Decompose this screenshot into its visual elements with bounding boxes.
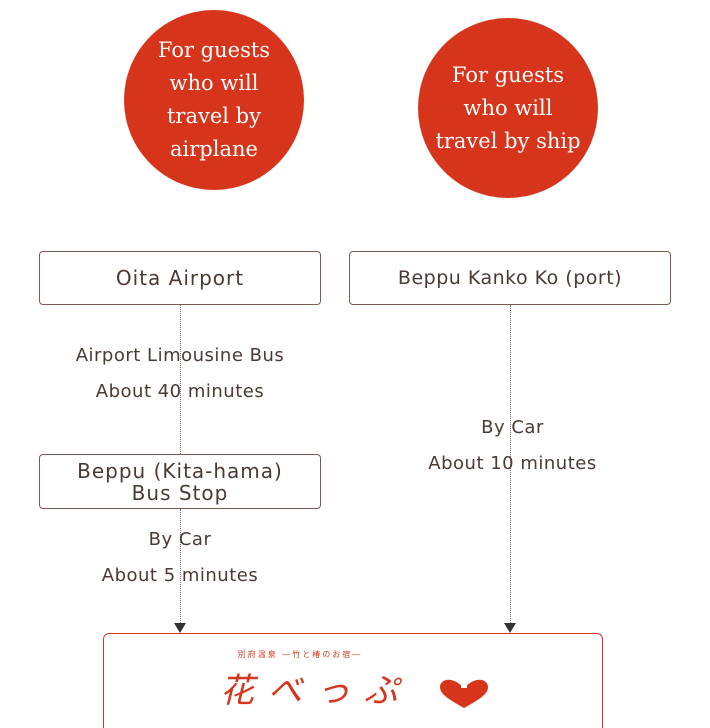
logo-subtitle: 別府温泉 ―竹と椿のお宿― [237,650,363,659]
circle-line: travel by ship [435,128,581,153]
logo-name: 花べっぷ [220,671,412,711]
bus-stop-line: Bus Stop [131,480,229,505]
limousine-route-label: Airport Limousine Bus About 40 minutes [30,338,330,410]
route-line-bus-stop [180,509,181,623]
route-line-limousine [180,305,181,454]
airplane-guests-circle: For guests who will travel by airplane [124,10,304,190]
route-time: About 10 minutes [428,453,597,474]
port-car-route-label: By Car About 10 minutes [380,410,645,482]
circle-line: For guests [157,38,271,62]
arrow-down-icon [504,623,516,633]
arrow-down-icon [174,623,186,633]
circle-line: who will [463,95,553,120]
route-mode: By Car [481,417,544,438]
beppu-bus-stop-box: Beppu (Kita-hama) Bus Stop [39,454,321,509]
circle-line: For guests [451,62,565,87]
ship-guests-circle: For guests who will travel by ship [418,18,598,198]
beppu-kanko-label: Beppu Kanko Ko (port) [397,267,623,289]
route-time: About 40 minutes [95,381,265,402]
circle-line: who will [169,71,259,95]
route-mode: By Car [148,529,212,550]
bus-car-route-label: By Car About 5 minutes [30,522,330,594]
circle-line: airplane [170,137,258,161]
route-mode: Airport Limousine Bus [75,345,285,366]
oita-airport-label: Oita Airport [115,266,245,290]
beppu-kanko-port-box: Beppu Kanko Ko (port) [349,251,671,305]
route-time: About 5 minutes [101,565,259,586]
oita-airport-box: Oita Airport [39,251,321,305]
hana-beppu-destination-box [103,633,603,728]
circle-line: travel by [166,104,261,128]
bus-stop-line: Beppu (Kita-hama) [77,458,283,483]
heart-logo-icon [440,679,488,708]
route-line-port [510,305,511,623]
